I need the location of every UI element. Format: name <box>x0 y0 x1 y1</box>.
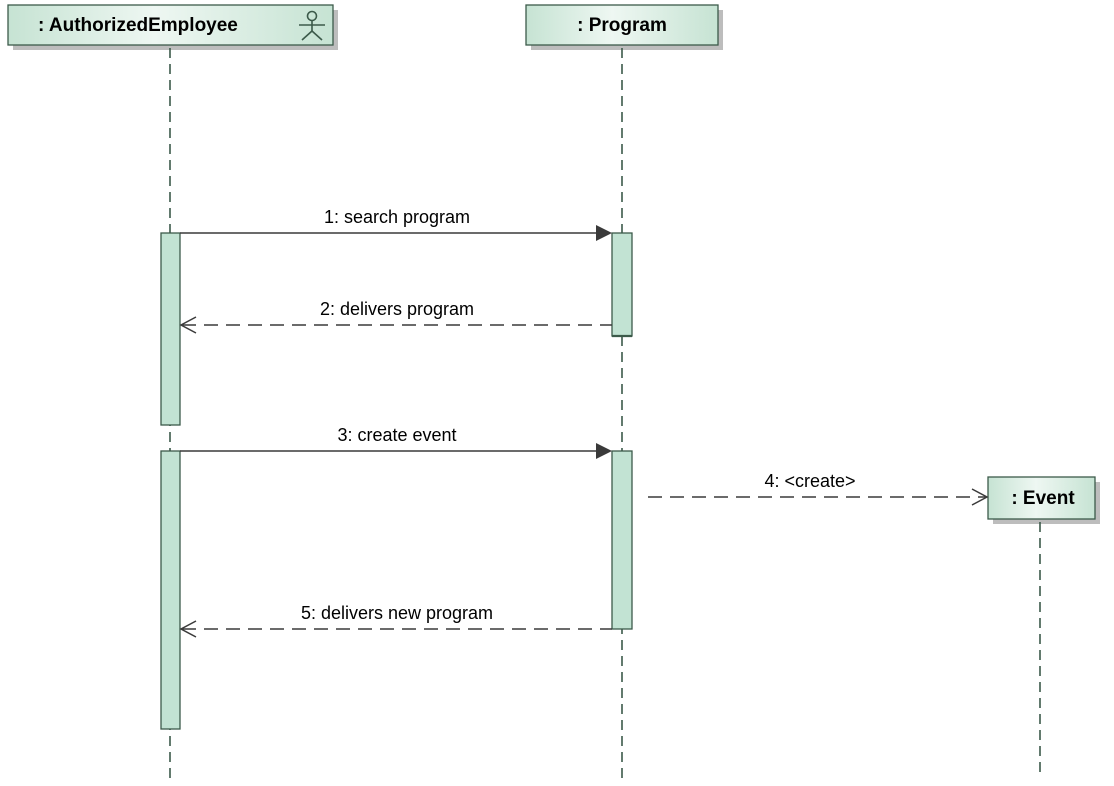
message-1[interactable]: 1: search program <box>180 207 612 241</box>
activation-bar-employee-2[interactable] <box>160 450 181 730</box>
actor-icon <box>299 10 325 41</box>
message-label: 1: search program <box>324 207 470 227</box>
lifeline-label: : AuthorizedEmployee <box>38 15 238 36</box>
lifeline-header-box[interactable] <box>987 476 1096 520</box>
open-arrowhead-icon <box>179 620 197 638</box>
lifeline-header-box[interactable] <box>7 4 334 46</box>
activation-bar-employee-1[interactable] <box>160 232 181 426</box>
lifeline-event[interactable]: : Event <box>987 476 1100 772</box>
message-2[interactable]: 2: delivers program <box>179 299 612 334</box>
lifeline-label: : Program <box>577 15 667 36</box>
message-label: 2: delivers program <box>320 299 474 319</box>
message-label: 4: <create> <box>764 471 855 491</box>
message-label: 3: create event <box>337 425 456 445</box>
lifeline-program[interactable]: : Program <box>525 4 723 780</box>
open-arrowhead-icon <box>971 488 989 506</box>
filled-arrowhead-icon <box>596 443 612 459</box>
activation-bar-program-1[interactable] <box>611 232 633 337</box>
filled-arrowhead-icon <box>596 225 612 241</box>
message-5[interactable]: 5: delivers new program <box>179 603 612 638</box>
lifeline-label: : Event <box>1011 488 1075 509</box>
message-3[interactable]: 3: create event <box>180 425 612 459</box>
message-4[interactable]: 4: <create> <box>648 471 989 506</box>
message-label: 5: delivers new program <box>301 603 493 623</box>
activation-bar-program-2[interactable] <box>611 450 633 630</box>
lifeline-authorized-employee[interactable]: : AuthorizedEmployee <box>7 4 338 780</box>
open-arrowhead-icon <box>179 316 197 334</box>
lifeline-header-box[interactable] <box>525 4 719 46</box>
